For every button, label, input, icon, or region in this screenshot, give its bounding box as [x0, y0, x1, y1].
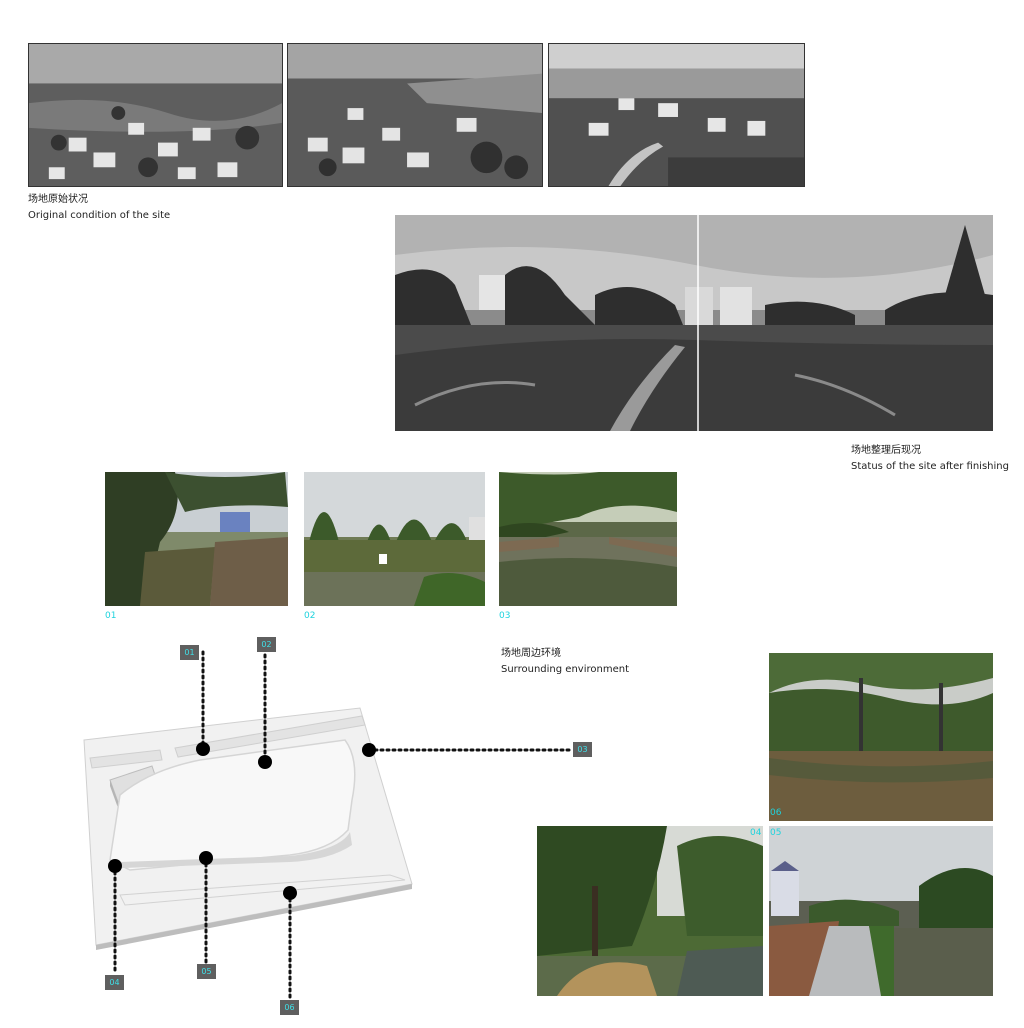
original-caption: 场地原始状况 Original condition of the site: [28, 192, 170, 224]
surrounding-photo-04: [537, 826, 763, 996]
surrounding-caption: 场地周边环境 Surrounding environment: [501, 646, 629, 678]
site-model-svg: [83, 650, 572, 1002]
leader-lines: [113, 650, 572, 1002]
site-points: [108, 742, 376, 900]
photo-number-02: 02: [304, 611, 316, 621]
marker-tag-05: 05: [197, 964, 216, 979]
surrounding-photo-03: [499, 472, 677, 606]
aerial-photo-3: [548, 43, 805, 187]
surrounding-photo-05: [769, 826, 993, 996]
aerial-photo-2: [287, 43, 543, 187]
photo-number-06: 06: [770, 808, 782, 818]
panorama-photo: [395, 215, 993, 431]
after-caption: 场地整理后现况 Status of the site after finishi…: [851, 443, 1009, 475]
original-caption-cn: 场地原始状况: [28, 194, 88, 205]
after-caption-cn: 场地整理后现况: [851, 445, 921, 456]
marker-tag-02: 02: [257, 637, 276, 652]
surrounding-photo-02: [304, 472, 485, 606]
marker-tag-03: 03: [573, 742, 592, 757]
site-diagram: [0, 620, 620, 1024]
aerial-photo-1: [28, 43, 283, 187]
after-caption-en: Status of the site after finishing: [851, 461, 1009, 472]
surrounding-caption-en: Surrounding environment: [501, 664, 629, 675]
marker-tag-06: 06: [280, 1000, 299, 1015]
original-caption-en: Original condition of the site: [28, 210, 171, 221]
photo-number-05: 05: [770, 828, 782, 838]
photo-number-01: 01: [105, 611, 117, 621]
surrounding-caption-cn: 场地周边环境: [501, 648, 561, 659]
photo-number-03: 03: [499, 611, 511, 621]
marker-tag-04: 04: [105, 975, 124, 990]
surrounding-photo-01: [105, 472, 288, 606]
surrounding-photo-06: [769, 653, 993, 821]
marker-tag-01: 01: [180, 645, 199, 660]
photo-number-04: 04: [750, 828, 762, 838]
